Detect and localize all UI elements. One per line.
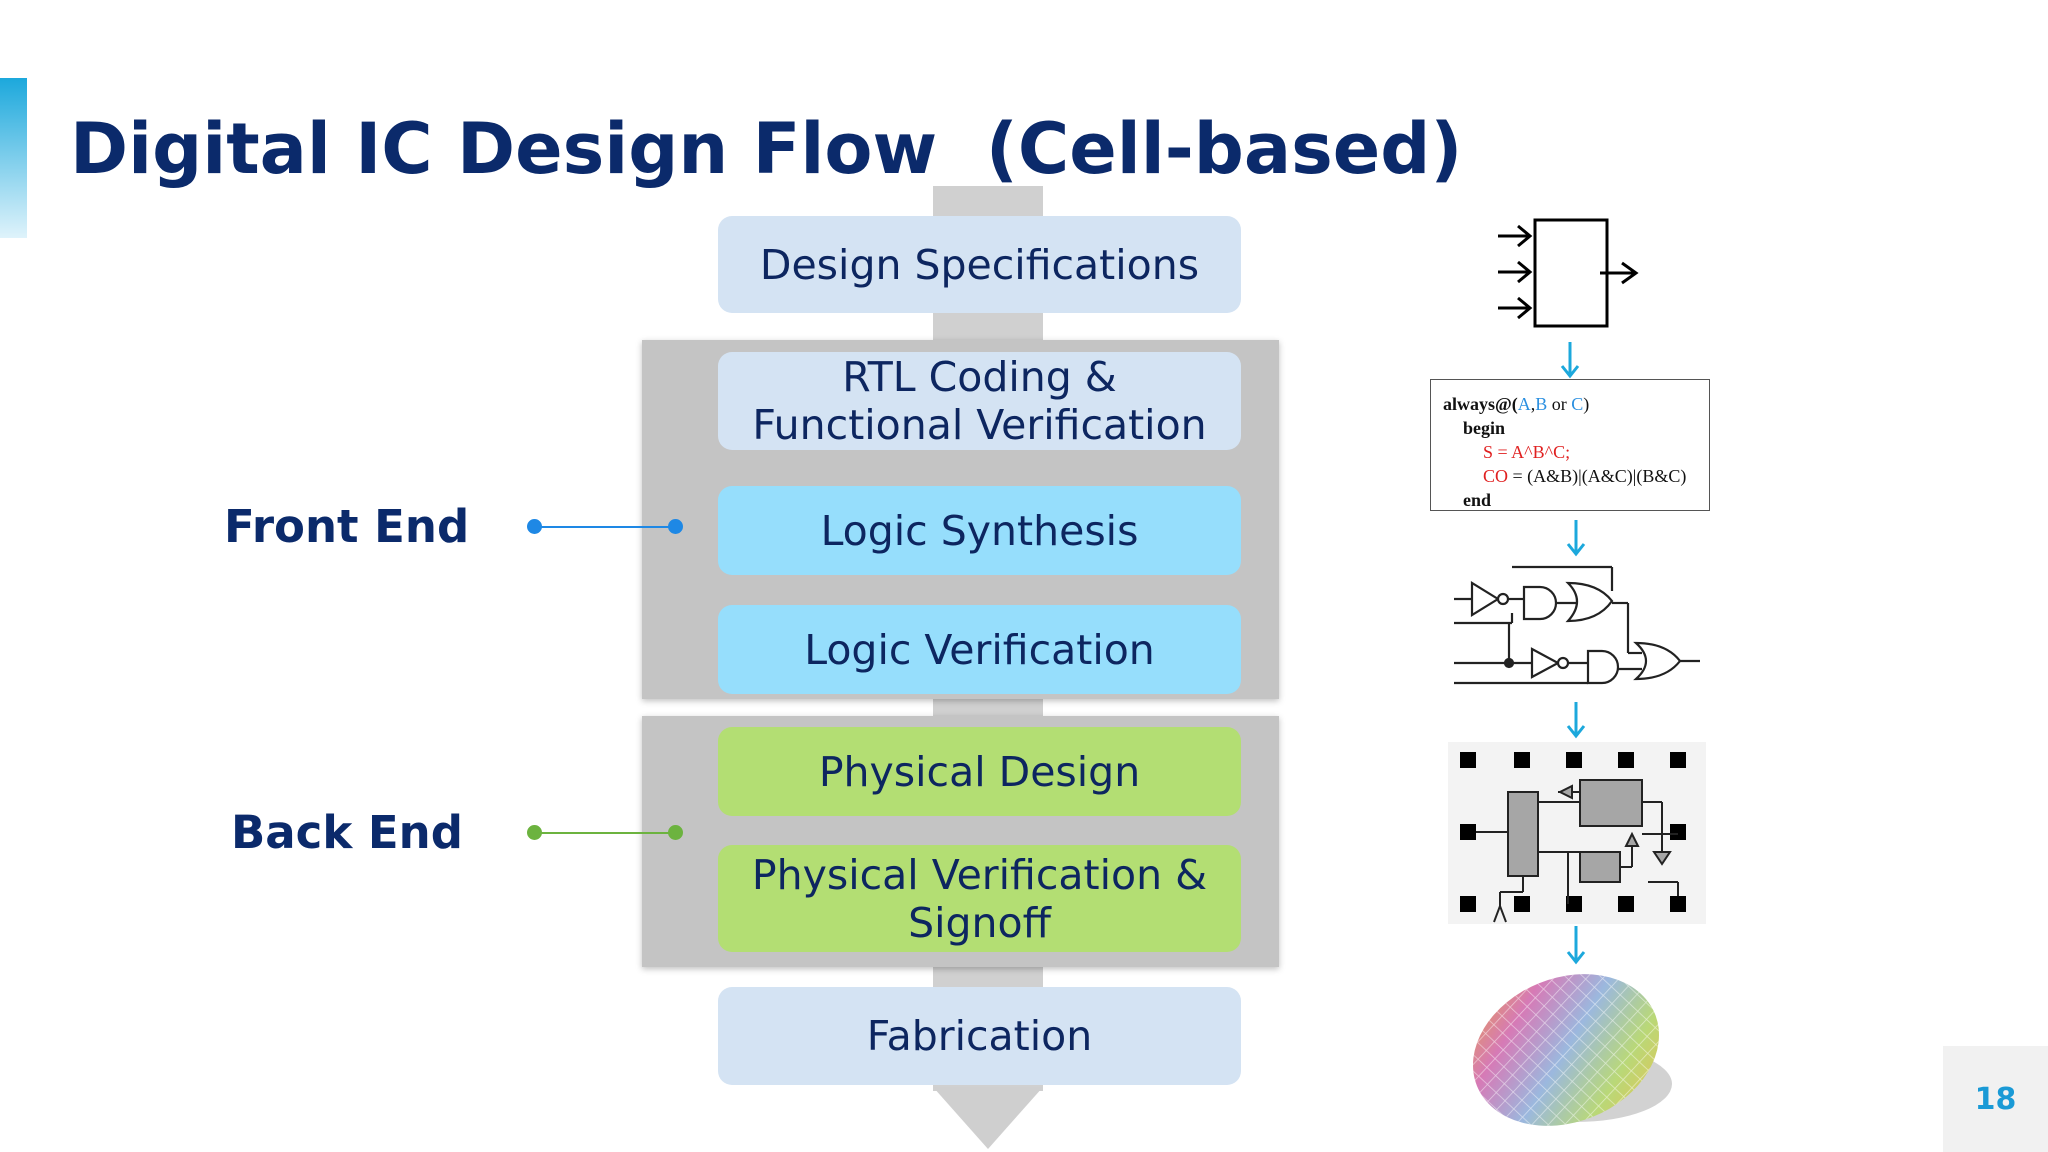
front-end-dot-right (668, 519, 683, 534)
code-line-5: end (1463, 490, 1492, 510)
front-end-connector (534, 526, 676, 528)
step-logic-verification: Logic Verification (718, 605, 1241, 694)
code-line-2: begin (1463, 418, 1506, 438)
code-line-4: CO = (A&B)|(A&C)|(B&C) (1483, 466, 1687, 486)
block-diagram-icon (1498, 218, 1609, 328)
front-end-dot-left (527, 519, 542, 534)
down-arrow-icon (1566, 926, 1586, 965)
step-logic-synthesis: Logic Synthesis (718, 486, 1241, 575)
silicon-wafer-icon (1472, 974, 1672, 1126)
step-rtl-coding: RTL Coding & Functional Verification (718, 352, 1241, 450)
code-line-3: S = A^B^C; (1483, 442, 1571, 462)
output-arrow-icon (1600, 261, 1639, 285)
step-fabrication: Fabrication (718, 987, 1241, 1085)
step-physical-design: Physical Design (718, 727, 1241, 816)
back-end-label: Back End (231, 806, 463, 859)
down-arrow-icon (1566, 702, 1586, 739)
rtl-code-snippet: always@(A,B or C) begin S = A^B^C; CO = … (1430, 379, 1710, 511)
back-end-connector (534, 832, 676, 834)
page-title: Digital IC Design Flow (Cell-based) (70, 108, 1463, 190)
code-line-1: always@(A,B or C) (1443, 394, 1590, 414)
accent-bar (0, 78, 27, 238)
gate-netlist-icon (1454, 565, 1700, 685)
flow-arrow-tip (933, 1087, 1043, 1149)
back-end-dot-left (527, 825, 542, 840)
chip-layout-icon (1448, 742, 1706, 924)
step-design-specifications: Design Specifications (718, 216, 1241, 313)
page-number: 18 (1974, 1081, 2017, 1117)
page-number-box: 18 (1943, 1046, 2048, 1152)
front-end-label: Front End (224, 500, 470, 553)
step-physical-verification: Physical Verification & Signoff (718, 845, 1241, 952)
down-arrow-icon (1566, 520, 1586, 557)
back-end-dot-right (668, 825, 683, 840)
down-arrow-icon (1560, 342, 1580, 379)
